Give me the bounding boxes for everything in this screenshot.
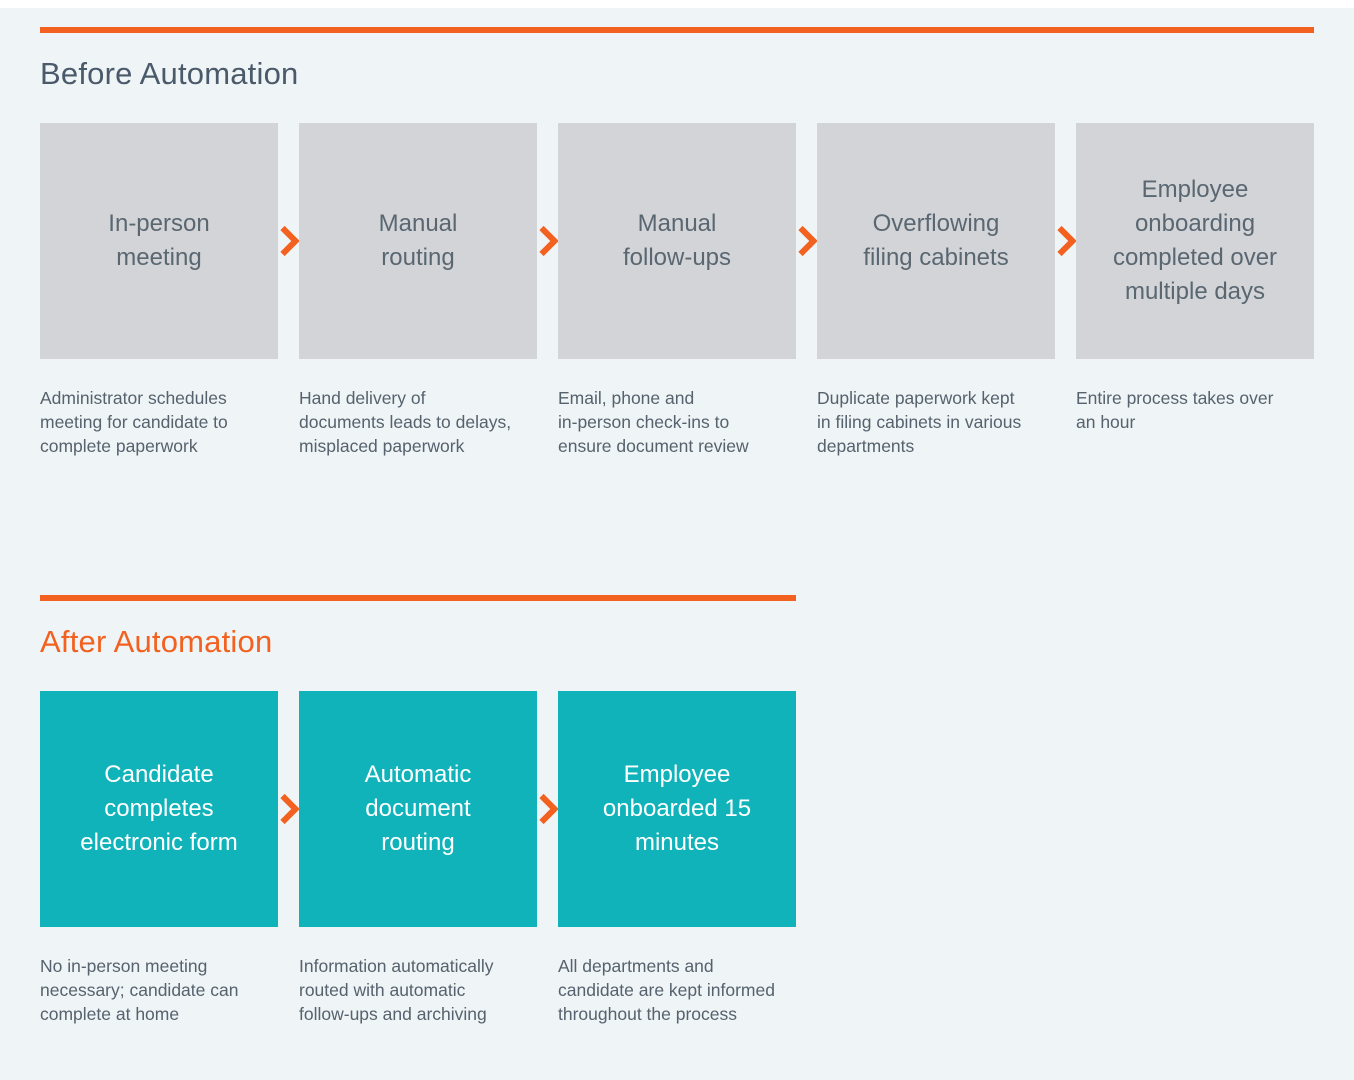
step-label: Employee onboarded 15 minutes [602,761,752,857]
flow-arrow [278,123,299,359]
flow-step: In-person meeting Administrator schedule… [40,123,278,458]
step-box: Manual routing [299,123,537,359]
step-caption: Duplicate paperwork kept in filing cabin… [817,388,1022,456]
chevron-right-icon [279,794,299,825]
step-box: Employee onboarded 15 minutes [558,691,796,928]
flow-step: Automatic document routing Information a… [299,691,537,1026]
chevron-right-icon [279,225,299,257]
section-rule [40,595,796,602]
step-label: Employee onboarding completed over multi… [1112,175,1278,306]
step-caption: Information automatically routed with au… [299,956,494,1024]
step-caption: No in-person meeting necessary; candidat… [40,956,239,1024]
step-label: Overflowing filing cabinets [863,209,1009,271]
flow-step: Candidate completes electronic form No i… [40,691,278,1026]
flow-row-before: In-person meeting Administrator schedule… [40,123,1314,458]
step-label: Automatic document routing [364,761,472,857]
flow-step: Employee onboarded 15 minutes All depart… [558,691,796,1026]
flow-arrow [1055,123,1076,359]
step-box: Manual follow-ups [558,123,796,359]
step-caption: Entire process takes over an hour [1076,388,1274,432]
flow-arrow [278,691,299,927]
section-before-automation: Before Automation In-person meeting Admi… [40,27,1314,458]
step-caption: All departments and candidate are kept i… [558,956,775,1024]
step-box: Automatic document routing [299,691,537,928]
flow-arrow [796,123,817,359]
step-box: Employee onboarding completed over multi… [1076,123,1314,359]
flow-arrow [537,691,558,927]
step-label: Candidate completes electronic form [80,761,238,857]
chevron-right-icon [1056,225,1076,257]
top-white-strip [0,0,1354,8]
step-caption: Email, phone and in-person check-ins to … [558,388,749,456]
step-box: In-person meeting [40,123,278,359]
step-box: Candidate completes electronic form [40,691,278,928]
infographic-canvas: Before Automation In-person meeting Admi… [0,27,1354,1027]
step-label: Manual routing [378,209,458,271]
step-label: Manual follow-ups [622,209,732,271]
section-rule [40,27,1314,33]
flow-row-after: Candidate completes electronic form No i… [40,691,1314,1026]
flow-arrow [537,123,558,359]
flow-step: Manual routing Hand delivery of document… [299,123,537,458]
section-title: After Automation [40,624,273,660]
chevron-right-icon [797,225,817,257]
section-after-automation: After Automation Candidate completes ele… [40,595,1314,1026]
step-box: Overflowing filing cabinets [817,123,1055,359]
chevron-right-icon [538,794,558,825]
section-title: Before Automation [40,56,299,91]
step-label: In-person meeting [108,209,210,271]
step-caption: Administrator schedules meeting for cand… [40,388,228,456]
flow-step: Overflowing filing cabinets Duplicate pa… [817,123,1055,458]
flow-step: Manual follow-ups Email, phone and in-pe… [558,123,796,458]
step-caption: Hand delivery of documents leads to dela… [299,388,512,456]
chevron-right-icon [538,225,558,257]
flow-step: Employee onboarding completed over multi… [1076,123,1314,435]
